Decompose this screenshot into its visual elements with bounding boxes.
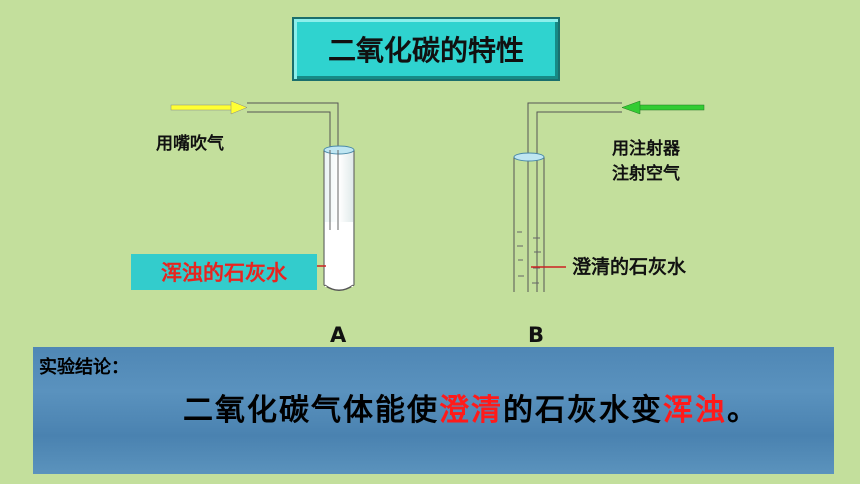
conclusion-part1: 二氧化碳气体能使 [183,393,439,428]
syringe-label-line1: 用注射器 [612,139,680,159]
conclusion-sentence: 二氧化碳气体能使澄清的石灰水变浑浊。 [183,385,759,429]
conclusion-turbid-highlight: 浑浊 [663,393,727,428]
conclusion-clear-highlight: 澄清 [439,393,503,428]
tube-b-label: B [528,323,545,347]
turbid-lime-water-label: 浑浊的石灰水 [161,261,287,285]
delivery-tube-b [527,102,622,292]
conclusion-panel: 实验结论： 二氧化碳气体能使澄清的石灰水变浑浊。 [33,347,834,474]
syringe-label-line2: 注射空气 [612,164,680,184]
turbid-lime-water-box: 浑浊的石灰水 [131,254,317,290]
conclusion-part3: 的石灰水变 [503,393,663,428]
conclusion-part5: 。 [727,393,759,428]
blow-by-mouth-label: 用嘴吹气 [156,134,224,154]
yellow-arrow-icon [170,100,248,115]
green-arrow-icon [621,100,705,115]
tube-a-label: A [330,323,347,347]
conclusion-heading: 实验结论： [39,357,129,378]
clear-lime-water-label: 澄清的石灰水 [572,256,687,278]
title-box: 二氧化碳的特性 [292,17,560,81]
test-tube-a [316,145,355,291]
test-tube-b [513,152,566,292]
page-title: 二氧化碳的特性 [327,34,524,67]
